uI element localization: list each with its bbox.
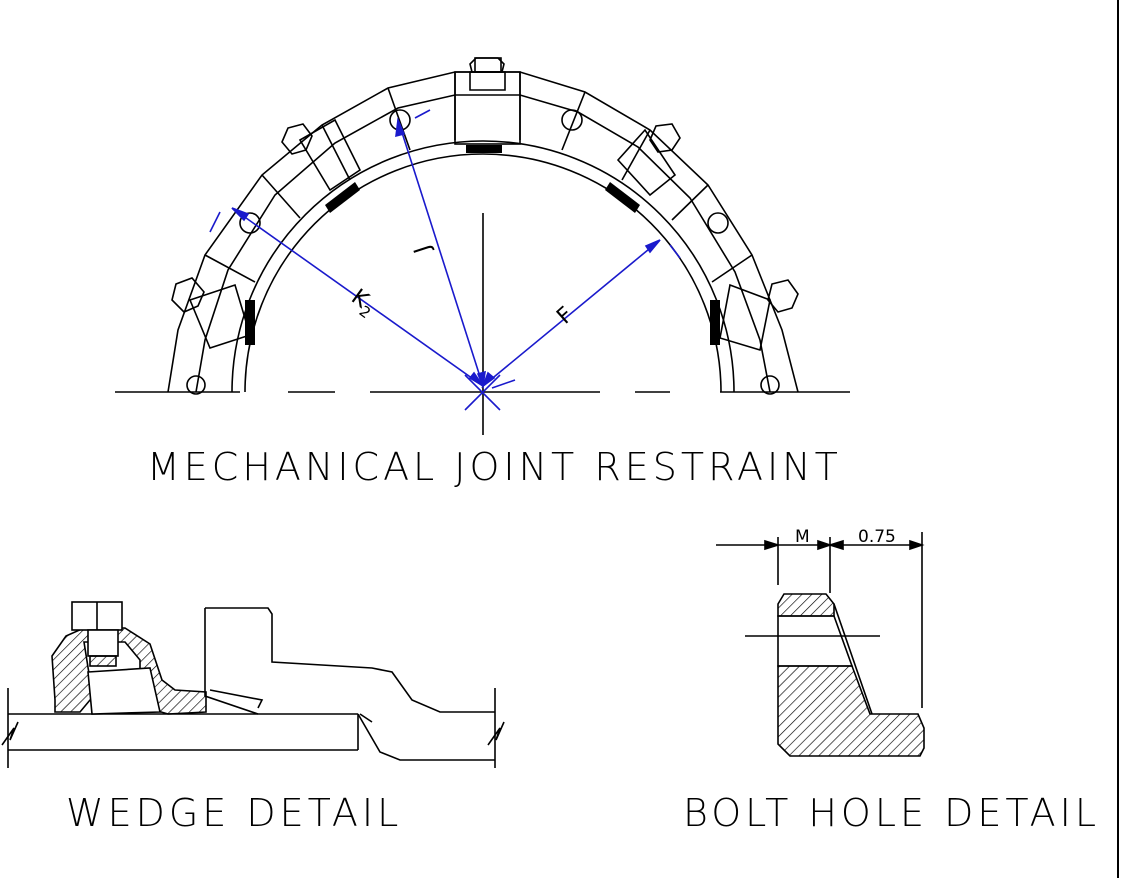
pipe-outer-arc [231,140,735,393]
bolt-left-upper [281,123,313,155]
bolt-right-lower [767,279,799,313]
dim-j-label: J [410,242,436,258]
wedge-marks [245,145,720,345]
bolt-right-upper [649,123,681,153]
dim-k2-label: K2 [344,285,380,323]
bolt-left-lower [171,277,205,313]
dim-offset-label: 0.75 [858,527,896,547]
dim-m-label: M [795,527,810,547]
title-restraint: MECHANICAL JOINT RESTRAINT [147,445,842,489]
wedge-detail-drawing [1,601,505,768]
pipe-inner-arc [244,153,722,393]
title-wedge: WEDGE DETAIL [66,791,402,835]
title-bolt-hole: BOLT HOLE DETAIL [683,791,1100,835]
dimension-lines [209,109,681,411]
restraint-drawing [115,57,850,435]
bolt-hole-drawing [716,532,925,757]
